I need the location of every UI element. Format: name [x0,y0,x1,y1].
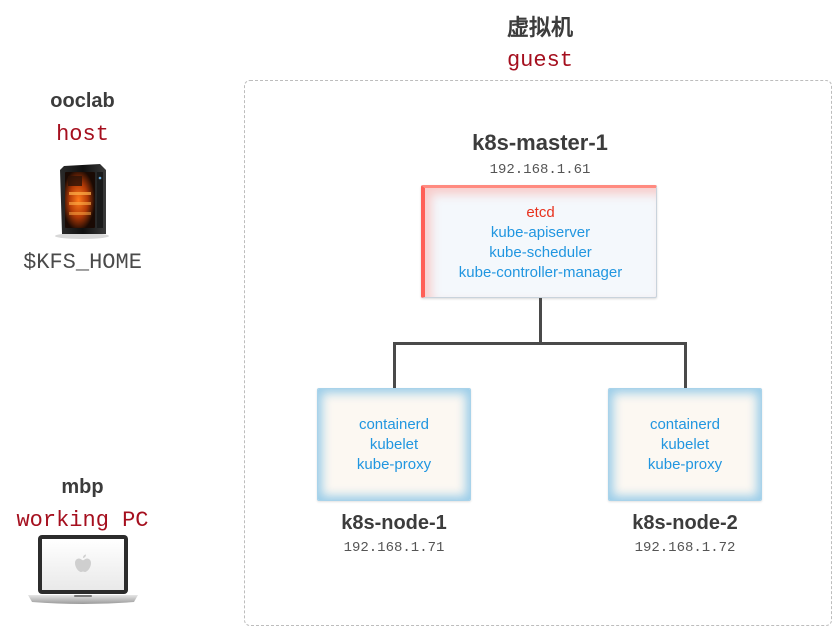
connector-bar [393,342,687,345]
node-1-component-kube-proxy: kube-proxy [356,455,432,473]
node-1-ip: 192.168.1.71 [343,540,445,556]
node-2-component-kubelet: kubelet [660,435,710,453]
laptop-icon [28,535,138,604]
node-2-component-containerd: containerd [649,415,721,433]
node-2-name: k8s-node-2 [632,512,738,534]
node-1-component-kubelet: kubelet [369,435,419,453]
desktop-tower-icon [55,164,109,239]
guest-frame [244,80,832,626]
pc-role: working PC [16,508,149,533]
master-name: k8s-master-1 [472,130,608,155]
guest-title: 虚拟机 [506,15,573,40]
node-2-component-kube-proxy: kube-proxy [647,455,723,473]
connector-node-2 [684,342,687,389]
master-component-scheduler: kube-scheduler [489,243,592,261]
host-role: host [56,122,109,147]
pc-name: mbp [61,476,104,498]
connector-node-1 [393,342,396,389]
node-2-box: containerd kubelet kube-proxy [608,388,762,501]
node-1-component-containerd: containerd [358,415,430,433]
master-box: etcd kube-apiserver kube-scheduler kube-… [421,185,657,298]
master-component-apiserver: kube-apiserver [490,223,591,241]
host-name: ooclab [50,90,115,112]
node-1-box: containerd kubelet kube-proxy [317,388,471,501]
connector-trunk [539,298,542,344]
master-ip: 192.168.1.61 [489,162,591,178]
host-path: $KFS_HOME [23,250,142,275]
node-2-ip: 192.168.1.72 [634,540,736,556]
node-1-name: k8s-node-1 [341,512,447,534]
master-component-etcd: etcd [526,203,555,221]
guest-subtitle: guest [506,48,573,73]
master-component-controller-manager: kube-controller-manager [458,263,623,281]
